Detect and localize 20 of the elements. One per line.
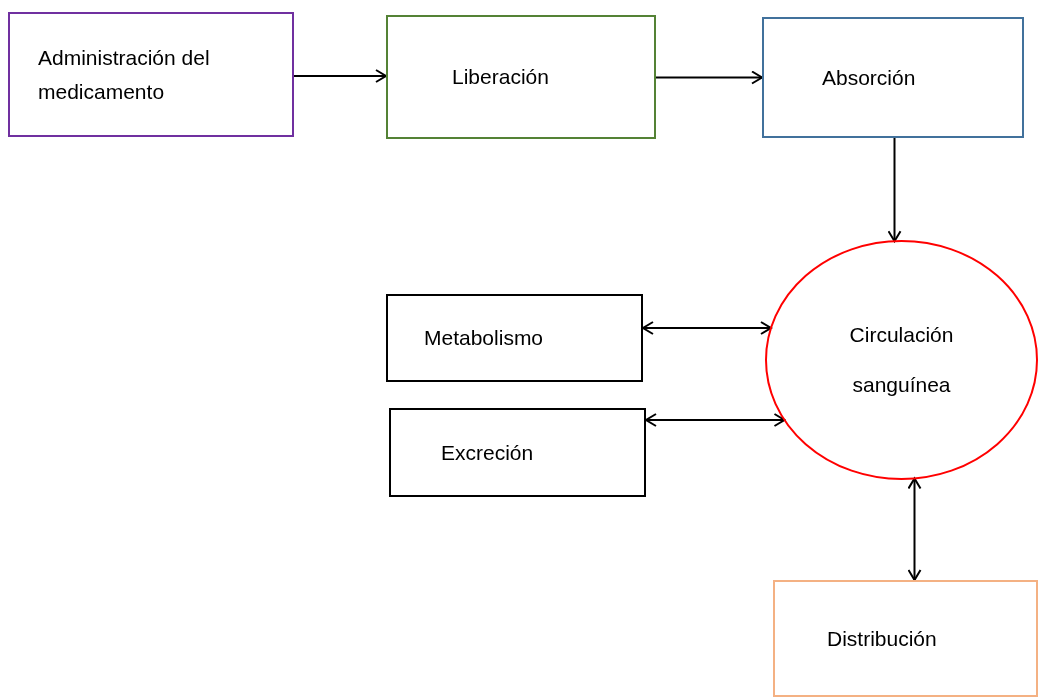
process-box xyxy=(389,408,646,497)
process-box xyxy=(386,15,656,139)
node-label: Absorción xyxy=(822,64,916,91)
process-box xyxy=(8,12,294,137)
node-label: Excreción xyxy=(441,439,534,466)
node-label: Administración del medicamento xyxy=(38,44,211,105)
node-label: Circulación sanguínea xyxy=(848,321,955,398)
node-label: Distribución xyxy=(827,625,937,652)
arrow xyxy=(907,477,922,581)
arrow xyxy=(642,321,772,335)
node-label: Metabolismo xyxy=(424,325,544,352)
arrow xyxy=(887,137,902,243)
process-ellipse xyxy=(765,240,1038,480)
process-box xyxy=(386,294,643,382)
process-box xyxy=(762,17,1024,138)
arrow xyxy=(645,413,786,427)
node-label: Liberación xyxy=(452,64,549,91)
process-box xyxy=(773,580,1038,697)
arrow xyxy=(655,70,763,85)
arrow xyxy=(293,69,387,83)
